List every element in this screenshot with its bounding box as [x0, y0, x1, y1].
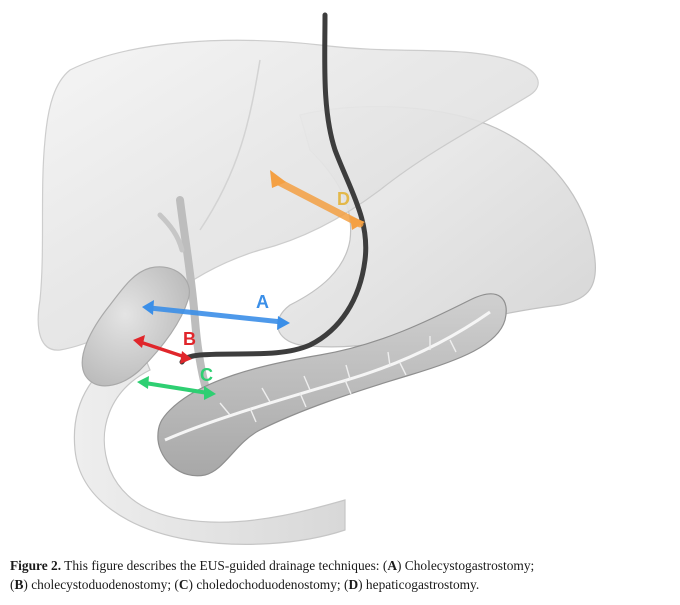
- caption-letter-d: D: [348, 577, 359, 592]
- figure-label: Figure 2.: [10, 558, 62, 573]
- anatomy-illustration: D A B C: [37, 12, 597, 545]
- caption-text-b: ) cholecystoduodenostomy; (: [23, 577, 179, 592]
- arrow-c: [137, 376, 216, 400]
- caption-text-a: ) Cholecystogastrostomy;: [397, 558, 535, 573]
- duodenum: [73, 344, 346, 545]
- endoscope: [179, 12, 369, 365]
- caption-letter-b: B: [14, 577, 24, 592]
- label-d: D: [337, 189, 350, 209]
- label-a: A: [256, 292, 269, 312]
- falciform-line: [199, 59, 261, 231]
- caption-text-c: ) choledochoduodenostomy; (: [188, 577, 349, 592]
- caption-letter-a: A: [387, 558, 397, 573]
- arrow-d: [270, 170, 365, 230]
- caption-open-b: (: [10, 577, 15, 592]
- caption-intro: This figure describes the EUS-guided dra…: [61, 558, 388, 573]
- gallbladder: [81, 266, 190, 387]
- caption-text-d: ) hepaticogastrostomy.: [358, 577, 480, 592]
- pancreatic-duct: [164, 310, 491, 442]
- label-b: B: [183, 329, 196, 349]
- pancreatic-duct-branches: [219, 336, 457, 423]
- figure-caption: Figure 2. This figure describes the EUS-…: [10, 556, 674, 594]
- caption-letter-c: C: [178, 577, 189, 592]
- arrow-b: [133, 335, 192, 364]
- arrow-a: [142, 300, 290, 330]
- hepatic-duct-branch: [157, 212, 185, 253]
- label-c: C: [200, 365, 213, 385]
